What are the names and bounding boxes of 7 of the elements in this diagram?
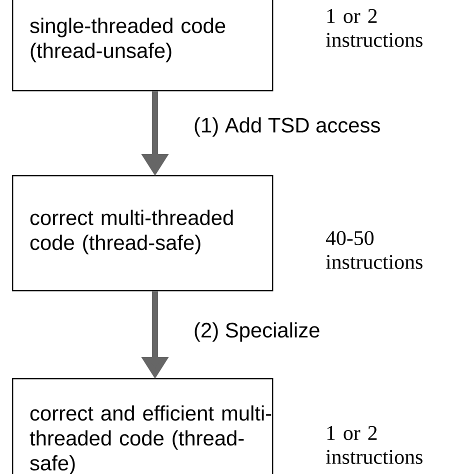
edge-label: (2) Specialize xyxy=(194,322,320,342)
annotation: 1 or 2 instructions xyxy=(326,426,422,464)
process-box: single-threaded code (thread-unsafe) xyxy=(12,0,274,92)
annotation: 40-50 instructions xyxy=(326,231,422,270)
process-box: correct multi-threaded code (thread-safe) xyxy=(12,175,274,292)
edge-label: (1) Add TSD access xyxy=(194,117,380,137)
annotation: 1 or 2 instructions xyxy=(326,9,422,47)
